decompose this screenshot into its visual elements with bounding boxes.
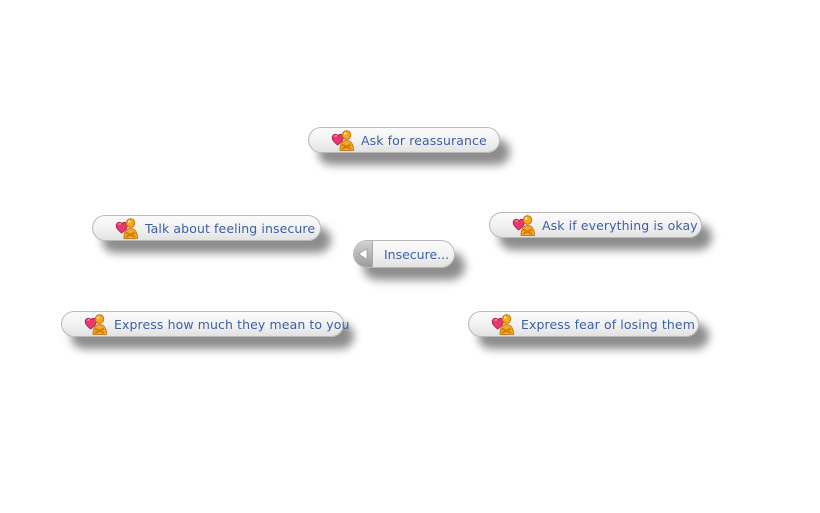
romance-hearts-icon: [84, 312, 108, 336]
option-express-fear-of-losing-them[interactable]: Express fear of losing them: [468, 311, 699, 337]
back-button[interactable]: Insecure...: [353, 240, 455, 268]
romance-hearts-icon: [115, 216, 139, 240]
option-label: Express fear of losing them: [521, 316, 695, 332]
option-ask-for-reassurance[interactable]: Ask for reassurance: [308, 127, 500, 153]
romance-hearts-icon: [512, 213, 536, 237]
option-label: Talk about feeling insecure: [145, 220, 316, 236]
option-express-how-much-they-mean-to-you[interactable]: Express how much they mean to you: [61, 311, 349, 337]
option-ask-if-everything-is-okay[interactable]: Ask if everything is okay: [489, 212, 702, 238]
option-label: Ask for reassurance: [361, 132, 487, 148]
romance-hearts-icon: [331, 128, 355, 152]
option-label: Express how much they mean to you: [114, 316, 350, 332]
option-label: Ask if everything is okay: [542, 217, 698, 233]
back-arrow-icon: [354, 241, 373, 267]
romance-hearts-icon: [491, 312, 515, 336]
center-label: Insecure...: [384, 246, 450, 262]
option-talk-about-feeling-insecure[interactable]: Talk about feeling insecure: [92, 215, 321, 241]
